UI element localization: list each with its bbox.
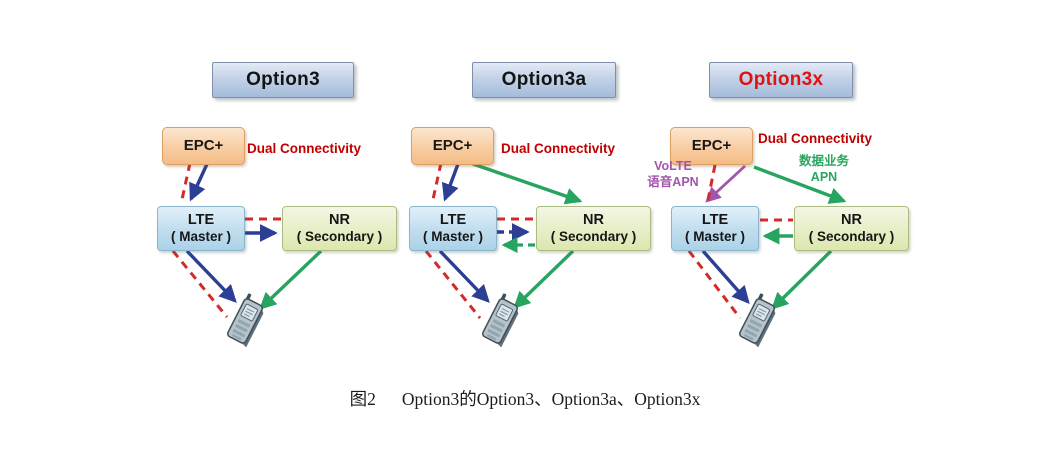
green-solid-nr-to-ue (771, 249, 833, 310)
red-dashed-lte-to-ue (424, 250, 482, 319)
red-dashed-signaling-epc-to-lte (179, 162, 192, 205)
figure-caption-text: Option3的Option3、Option3a、Option3x (401, 389, 701, 409)
option3a-title: Option3a (472, 62, 616, 98)
blue-userplane-epc-to-lte (189, 163, 209, 202)
epc-box: EPC+ (162, 127, 245, 165)
lte-master-box: LTE ( Master ) (409, 206, 497, 251)
epc-box: EPC+ (411, 127, 494, 165)
nr-secondary-box: NR ( Secondary ) (536, 206, 651, 251)
data-apn-label: 数据业务 APN (779, 153, 869, 185)
blue-solid-lte-to-ue (701, 249, 750, 304)
purple-volte-epc-to-lte (705, 164, 746, 203)
dual-connectivity-label: Dual Connectivity (758, 131, 873, 146)
mobile-phone-icon (224, 292, 270, 349)
lte-master-box: LTE ( Master ) (671, 206, 759, 251)
green-userplane-epc-to-nr (472, 162, 583, 205)
lte-role-label: ( Master ) (684, 229, 745, 244)
figure-number: 图2 (349, 389, 376, 409)
lte-role-label: ( Master ) (422, 229, 483, 244)
option3-arrows (171, 162, 323, 349)
data-apn-line2: APN (810, 170, 838, 184)
option3x-arrows (687, 164, 847, 349)
lte-label: LTE (439, 212, 467, 228)
volte-apn-line1: VoLTE (654, 159, 692, 173)
nr-label: NR (329, 212, 350, 228)
blue-solid-lte-to-ue (438, 249, 490, 303)
volte-apn-line2: 语音APN (647, 175, 699, 189)
option3a-arrows (424, 162, 583, 349)
blue-userplane-epc-to-lte (441, 163, 460, 202)
figure-caption: 图2 Option3的Option3、Option3a、Option3x (0, 386, 1050, 411)
option3x-title: Option3x (709, 62, 853, 98)
lte-master-box: LTE ( Master ) (157, 206, 245, 251)
lte-role-label: ( Master ) (170, 229, 231, 244)
lte-label: LTE (701, 212, 729, 228)
dual-connectivity-label: Dual Connectivity (247, 141, 362, 156)
nr-label: NR (841, 212, 862, 228)
red-dashed-signaling-epc-to-lte (705, 164, 717, 206)
blue-solid-lte-to-ue (185, 249, 237, 303)
epc-box: EPC+ (670, 127, 753, 165)
nr-role-label: ( Secondary ) (550, 229, 637, 244)
option3-title: Option3 (212, 62, 354, 98)
red-dashed-lte-to-ue (687, 250, 742, 319)
nr-role-label: ( Secondary ) (808, 229, 895, 244)
nr-secondary-box: NR ( Secondary ) (794, 206, 909, 251)
red-dashed-signaling-epc-to-lte (430, 162, 443, 205)
lte-label: LTE (187, 212, 215, 228)
green-solid-nr-to-ue (259, 249, 323, 310)
nr-label: NR (583, 212, 604, 228)
data-apn-line1: 数据业务 (798, 154, 849, 168)
red-dashed-lte-to-ue (171, 250, 229, 318)
volte-apn-label: VoLTE 语音APN (632, 158, 714, 190)
nr-secondary-box: NR ( Secondary ) (282, 206, 397, 251)
nr-role-label: ( Secondary ) (296, 229, 383, 244)
dual-connectivity-label: Dual Connectivity (501, 141, 616, 156)
green-solid-nr-to-ue (513, 249, 575, 309)
mobile-phone-icon (736, 292, 782, 349)
green-data-apn-epc-to-nr (753, 165, 847, 204)
